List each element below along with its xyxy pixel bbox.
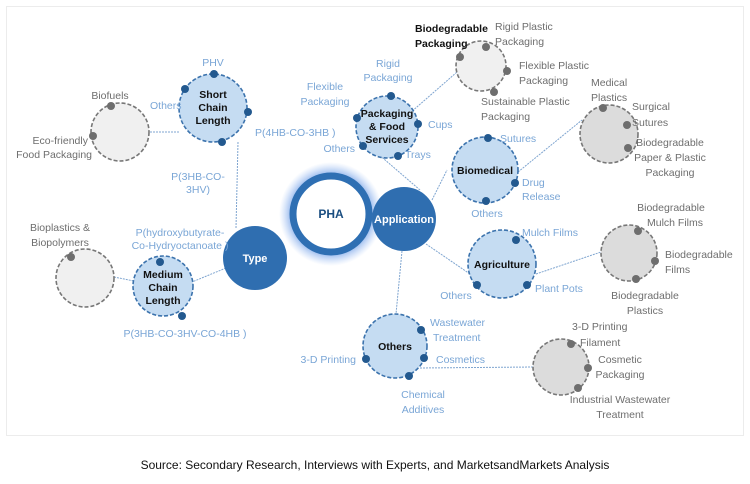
pha-market-diagram: PHA Type Application Short Chain Length … — [16, 21, 733, 421]
application-label: Sutures — [632, 117, 668, 129]
application-label: Packaging — [481, 111, 530, 123]
item-label: P(3HB-CO-3HV-CO-4HB ) — [123, 328, 246, 340]
item-label: 3HV) — [186, 184, 210, 196]
item-label: Cosmetics — [436, 354, 485, 366]
node-label: Length — [196, 115, 231, 127]
node-label: Medium — [143, 269, 183, 281]
application-label: Packaging — [495, 36, 544, 48]
item-label: P(3HB-CO- — [171, 171, 225, 183]
item-label: Plant Pots — [535, 283, 583, 295]
node-label: Chain — [148, 282, 177, 294]
type-hub — [223, 226, 287, 290]
item-label: Co-Hydryoctanoate ) — [132, 240, 229, 252]
item-label: Others — [150, 100, 182, 112]
application-label: Filament — [580, 337, 620, 349]
application-label: Biodegradable — [637, 202, 705, 214]
node-label: Services — [365, 134, 408, 146]
application-label: Plastics — [627, 305, 663, 317]
short-chain-node: Short Chain Length PHV Others P(4HB-CO-3… — [150, 57, 336, 196]
item-label: Release — [522, 191, 561, 203]
agriculture-node: Agriculture Mulch Films Plant Pots Other… — [440, 227, 583, 302]
diagram-frame — [6, 6, 744, 436]
agriculture-applications: Biodegradable Mulch Films Biodegradable … — [600, 202, 733, 317]
application-label: 3-D Printing — [572, 321, 628, 333]
application-label: Packaging — [645, 167, 694, 179]
item-label: Wastewater — [430, 317, 486, 329]
biomedical-applications: Medical Plastics Surgical Sutures Biodeg… — [579, 77, 706, 179]
application-label: Industrial Wastewater — [570, 394, 671, 406]
application-label: Packaging — [415, 38, 468, 50]
node-label: Chain — [198, 102, 227, 114]
item-label: Others — [323, 143, 355, 155]
medium-chain-applications: Bioplastics & Biopolymers — [30, 222, 115, 308]
node-label: Agriculture — [474, 259, 530, 271]
others-node: Others Wastewater Treatment Cosmetics 3-… — [301, 313, 486, 416]
item-label: Packaging — [300, 96, 349, 108]
node-label: Others — [378, 341, 412, 353]
item-label: 3-D Printing — [301, 354, 357, 366]
item-label: Chemical — [401, 389, 445, 401]
item-label: Additives — [402, 404, 445, 416]
application-label: Packaging — [519, 75, 568, 87]
packaging-applications: Biodegradable Packaging Rigid Plastic Pa… — [415, 21, 589, 123]
item-label: Others — [440, 290, 472, 302]
application-label: Biopolymers — [31, 237, 89, 249]
node-label: Packaging — [361, 108, 414, 120]
application-label: Application — [374, 214, 434, 226]
item-label: P(hydroxybutyrate- — [136, 227, 225, 239]
application-label: Packaging — [595, 369, 644, 381]
packaging-node: Packaging & Food Services Rigid Packagin… — [300, 58, 452, 161]
item-label: P(4HB-CO-3HB ) — [255, 127, 336, 139]
item-label: Trays — [405, 149, 431, 161]
item-label: Treatment — [433, 332, 481, 344]
node-label: Short — [199, 89, 227, 101]
item-label: Others — [471, 208, 503, 220]
application-label: Eco-friendly — [33, 135, 89, 147]
node-label: Biomedical — [457, 165, 513, 177]
application-label: Plastics — [591, 92, 627, 104]
pha-label: PHA — [318, 207, 344, 221]
application-label: Biofuels — [91, 90, 128, 102]
application-label: Biodegradable — [415, 23, 488, 35]
node-label: & Food — [369, 121, 405, 133]
medium-chain-node: Medium Chain Length P(hydroxybutyrate- C… — [123, 227, 246, 340]
application-label: Biodegradable — [665, 249, 733, 261]
item-label: Packaging — [363, 72, 412, 84]
application-label: Films — [665, 264, 690, 276]
application-label: Surgical — [632, 101, 670, 113]
application-label: Bioplastics & — [30, 222, 90, 234]
item-label: Rigid — [376, 58, 400, 70]
others-applications: 3-D Printing Filament Cosmetic Packaging… — [532, 321, 671, 421]
application-label: Cosmetic — [598, 354, 642, 366]
item-label: Drug — [522, 177, 545, 189]
item-label: Cups — [428, 119, 453, 131]
biomedical-node: Biomedical Sutures Drug Release Others — [451, 133, 561, 220]
application-label: Biodegradable — [611, 290, 679, 302]
application-label: Treatment — [596, 409, 644, 421]
item-label: PHV — [202, 57, 224, 69]
pha-circle — [289, 172, 373, 256]
application-label: Medical — [591, 77, 627, 89]
application-label: Biodegradable — [636, 137, 704, 149]
application-label: Mulch Films — [647, 217, 703, 229]
item-label: Sutures — [500, 133, 536, 145]
application-label: Food Packaging — [16, 149, 92, 161]
application-hub — [372, 187, 436, 251]
application-label: Flexible Plastic — [519, 60, 589, 72]
node-label: Length — [146, 295, 181, 307]
source-note: Source: Secondary Research, Interviews w… — [140, 458, 610, 472]
application-label: Sustainable Plastic — [481, 96, 570, 108]
item-label: Flexible — [307, 81, 343, 93]
short-chain-applications: Biofuels Eco-friendly Food Packaging — [16, 90, 150, 162]
application-label: Rigid Plastic — [495, 21, 553, 33]
item-label: Mulch Films — [522, 227, 578, 239]
application-label: Paper & Plastic — [634, 152, 706, 164]
type-label: Type — [243, 253, 268, 265]
